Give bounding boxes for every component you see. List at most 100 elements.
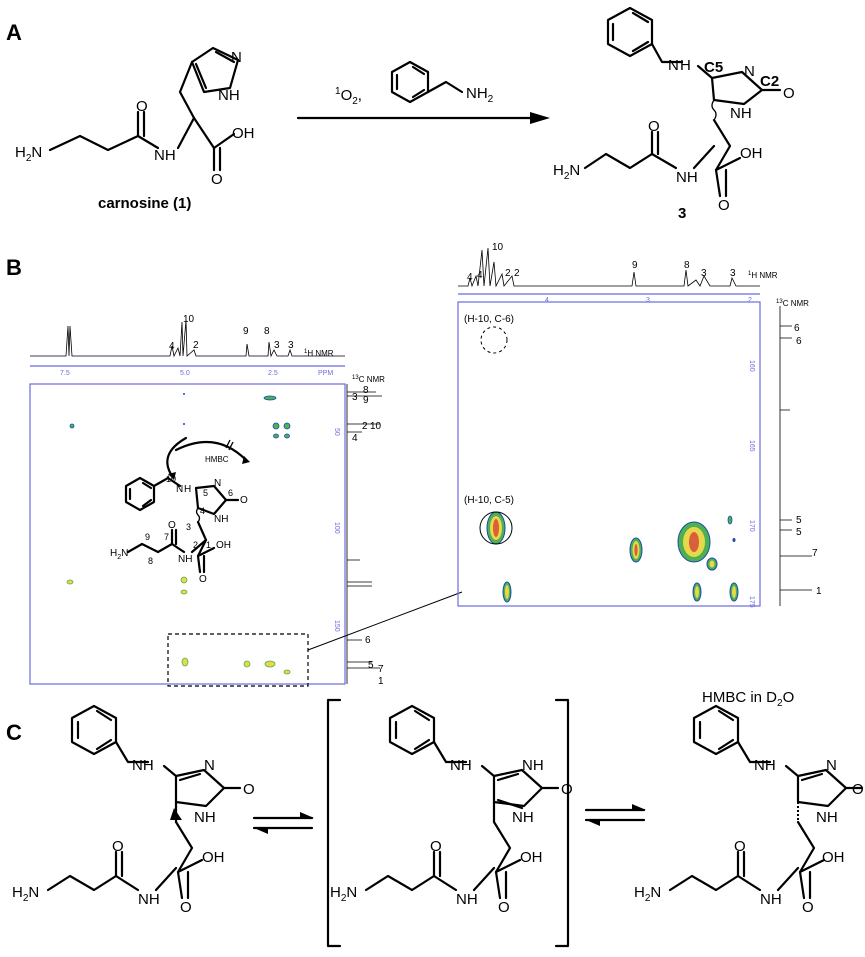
inset-oh: OH (216, 540, 231, 551)
benzylamine-structure (390, 60, 464, 104)
right-hmbc-plot (457, 301, 761, 607)
product-3-structure (583, 6, 782, 198)
left-y-tick: 50 (333, 428, 340, 436)
tautomer-right-amide-o: O (734, 838, 746, 855)
peak-label: 3 (352, 392, 358, 403)
right-13c-spectrum (779, 306, 812, 606)
peak-label: 7 (378, 664, 384, 675)
peak-label: 10 (492, 242, 504, 253)
inset-num-3: 3 (186, 522, 191, 532)
panel-label-c: C (6, 720, 22, 745)
inset-num-4: 4 (200, 506, 205, 516)
inset-num-9: 9 (145, 532, 150, 542)
peak-label: 6 (794, 323, 800, 334)
carnosine-structure (48, 46, 240, 172)
peak-label: 9 (243, 326, 249, 337)
atom-n: N (231, 49, 242, 66)
peak-label: 7 (812, 548, 818, 559)
peak-label: 2 (362, 421, 368, 432)
left-1h-spectrum (30, 319, 345, 358)
peak-label: 9 (632, 260, 638, 271)
tautomer-right-h2n: H2N (634, 884, 661, 904)
tautomer-right-n: N (826, 757, 837, 774)
atom-nh: NH (154, 147, 176, 164)
right-x-tick: 4 (545, 297, 549, 304)
tautomer-left-oh: OH (202, 849, 225, 866)
tautomer-mid-h2n: H2N (330, 884, 357, 904)
inset-num-8: 8 (148, 556, 153, 566)
tautomer-mid-oh: OH (520, 849, 543, 866)
product-n-amine: N (668, 57, 679, 74)
atom-h2n: H2N (15, 144, 42, 164)
peak-label: 3 (701, 268, 707, 279)
peak-label: 8 (264, 326, 270, 337)
inset-h2n: H2N (110, 548, 128, 561)
peak-label: 2 (505, 268, 511, 279)
right-y-tick: 160 (748, 360, 755, 372)
peak-label: 2 (514, 268, 520, 279)
left-y-tick: 100 (333, 522, 340, 534)
peak-label: 4 (477, 270, 483, 281)
product-carbonyl-o: O (783, 85, 795, 102)
correlation-c5-label: (H-10, C-5) (464, 495, 514, 506)
peak-label: 3 (730, 268, 736, 279)
right-1h-label: 1H NMR (748, 271, 778, 280)
zoom-region-box (167, 633, 309, 687)
equilibrium-arrow-2 (584, 804, 646, 826)
product-ring-nh: NH (730, 105, 752, 122)
tautomer-left-amide-nh: NH (138, 891, 160, 908)
left-x-tick: 2.5 (268, 370, 278, 377)
inset-n: N (176, 484, 183, 495)
tautomer-middle (364, 704, 560, 900)
label-c5: C5 (704, 59, 723, 76)
panel-label-a: A (6, 20, 22, 45)
peak-label: 3 (288, 340, 294, 351)
inset-num-5: 5 (203, 488, 208, 498)
tautomer-mid-o: O (561, 781, 573, 798)
label-c2: C2 (760, 73, 779, 90)
atom-o: O (211, 171, 223, 188)
left-13c-spectrum (346, 384, 382, 684)
tautomer-left-o: O (243, 781, 255, 798)
atom-nh: NH (218, 87, 240, 104)
inset-num-10: 10 (166, 474, 176, 484)
tautomer-left-amide-o: O (112, 838, 124, 855)
product-oh: OH (740, 145, 763, 162)
right-1h-spectrum (458, 247, 760, 288)
inset-n: H (184, 484, 191, 495)
peak-label: 9 (363, 395, 369, 406)
right-y-tick: 165 (748, 440, 755, 452)
tautomer-right-o: O (852, 781, 864, 798)
tautomer-right-nh: NH (754, 757, 776, 774)
product-nh-amine: H (680, 57, 691, 74)
correlation-c6-label: (H-10, C-6) (464, 314, 514, 325)
tautomer-right-ring-nh: NH (816, 809, 838, 826)
inset-num-6: 6 (228, 488, 233, 498)
equilibrium-arrow-1 (252, 812, 314, 834)
left-cross-peaks (66, 393, 291, 675)
tautomer-mid-amide-o: O (430, 838, 442, 855)
right-13c-label: 13C NMR (776, 299, 809, 308)
tautomer-mid-nh: NH (450, 757, 472, 774)
tautomer-left-ring-nh: NH (194, 809, 216, 826)
inset-o: O (240, 495, 248, 506)
left-x-tick: 5.0 (180, 370, 190, 377)
atom-oh: OH (232, 125, 255, 142)
inset-ring-n: N (214, 478, 221, 489)
peak-label: 4 (169, 341, 175, 352)
product-number: 3 (678, 205, 686, 222)
left-hmbc-plot (29, 383, 346, 685)
inset-nh: NH (214, 514, 228, 525)
tautomer-mid-acid-o: O (498, 899, 510, 916)
correlation-c5-circle (479, 511, 513, 545)
left-y-tick: 150 (333, 620, 340, 632)
peak-label: 5 (796, 527, 802, 538)
hmbc-arrow-label: HMBC (205, 455, 229, 464)
peak-label: 1 (816, 586, 822, 597)
left-13c-label: 13C NMR (352, 375, 385, 384)
inset-num-7: 7 (164, 532, 169, 542)
peak-label: 10 (370, 421, 382, 432)
zoom-connector (307, 591, 463, 651)
product-ring-n: N (744, 63, 755, 80)
peak-label: 8 (684, 260, 690, 271)
